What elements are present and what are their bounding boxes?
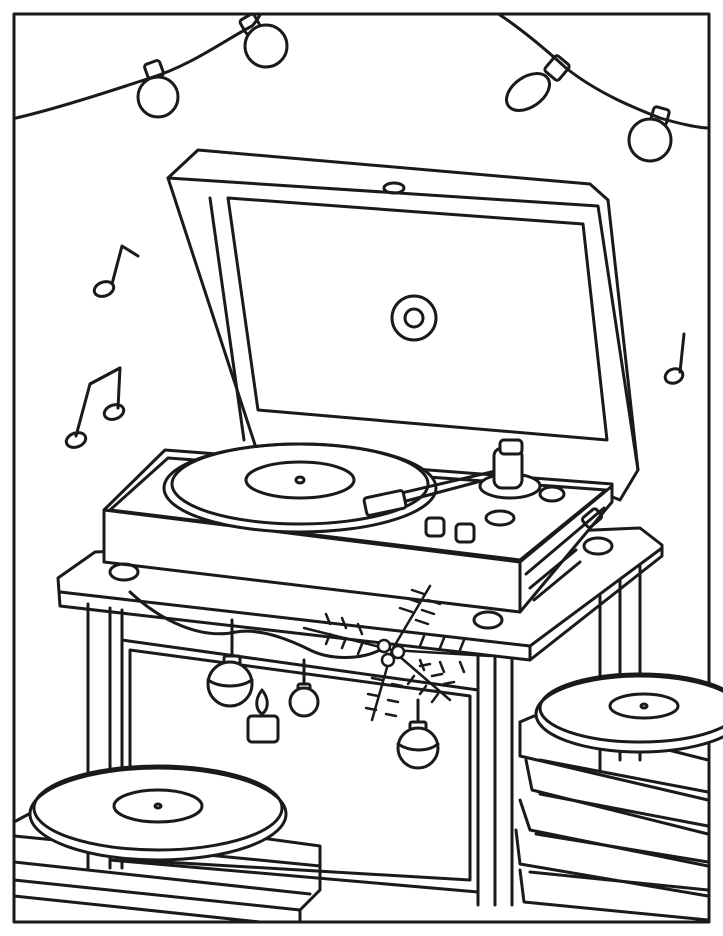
light-bulb-3 [505,54,571,112]
lid-emblem [390,294,438,342]
record-player [102,148,640,630]
ornament-3 [396,698,440,770]
control-knob-1 [424,516,446,538]
control-knob-2 [454,522,476,544]
tonearm [362,438,542,517]
candle [246,688,280,744]
light-bulb-1 [136,59,180,119]
vinyl-record-left [28,764,288,862]
ornament-2 [288,658,320,718]
ornament-1 [206,618,254,708]
turntable-platter [162,442,438,534]
music-note-2 [64,366,126,449]
pine-branch-decoration [302,584,492,722]
music-note-1 [92,244,140,298]
control-button-2 [538,485,566,503]
light-bulb-2 [238,12,289,69]
vinyl-record-right [534,672,723,754]
light-bulb-4 [627,105,673,163]
music-note-3 [663,332,686,385]
ornament-garland [128,590,382,659]
control-button-1 [484,509,516,527]
record-stack-right [514,672,723,922]
record-stack-left [12,764,322,924]
string-lights [14,12,710,163]
